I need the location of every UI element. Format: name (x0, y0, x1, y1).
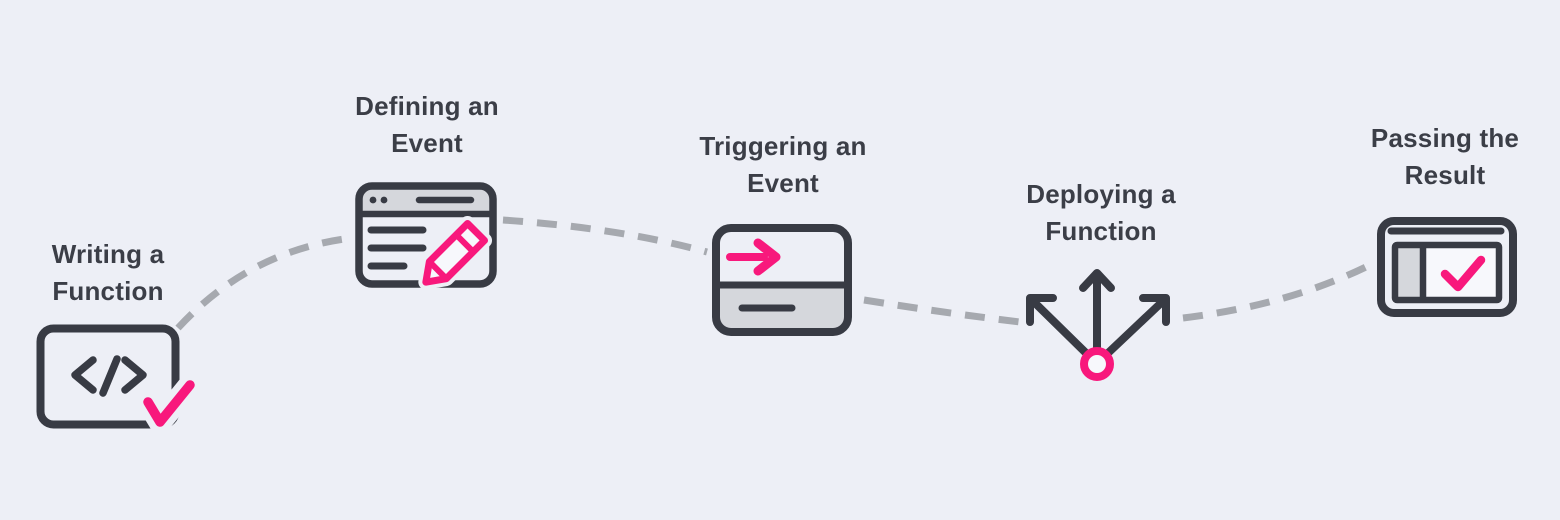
check-mark (1440, 255, 1486, 292)
step-label-line: Writing a (51, 239, 165, 269)
connector-3-4 (863, 296, 1021, 326)
step-label-writing-a-function: Writing a Function (0, 236, 223, 310)
browser-dot (380, 196, 388, 204)
browser-dot (369, 196, 377, 204)
window-check-icon (1377, 217, 1517, 317)
node-circle (1080, 347, 1114, 381)
step-label-line: Event (391, 128, 463, 158)
step-label-passing-the-result: Passing the Result (1330, 120, 1560, 194)
step-label-line: Function (52, 276, 164, 306)
step-label-line: Result (1404, 160, 1486, 190)
connector-2-3 (502, 216, 708, 256)
step-label-defining-an-event: Defining an Event (312, 88, 542, 162)
connector-4-5 (1182, 260, 1374, 322)
step-label-deploying-a-function: Deploying a Function (986, 176, 1216, 250)
step-label-line: Deploying a (1026, 179, 1176, 209)
branch-arrows-icon (1026, 269, 1170, 381)
step-label-line: Passing the (1370, 123, 1520, 153)
code-window-icon (36, 324, 198, 430)
pencil-icon (418, 215, 493, 290)
sidebar-panel (1398, 248, 1420, 297)
step-label-line: Event (747, 168, 819, 198)
check-mark (143, 380, 195, 427)
connector-1-2 (175, 234, 353, 331)
text-lines (367, 226, 427, 270)
card-arrow-icon (712, 224, 852, 336)
step-label-line: Defining an (355, 91, 499, 121)
right-arrow-icon (726, 238, 781, 276)
browser-edit-icon (355, 182, 497, 290)
step-label-line: Function (1045, 216, 1157, 246)
step-label-line: Triggering an (699, 131, 867, 161)
step-label-triggering-an-event: Triggering an Event (668, 128, 898, 202)
